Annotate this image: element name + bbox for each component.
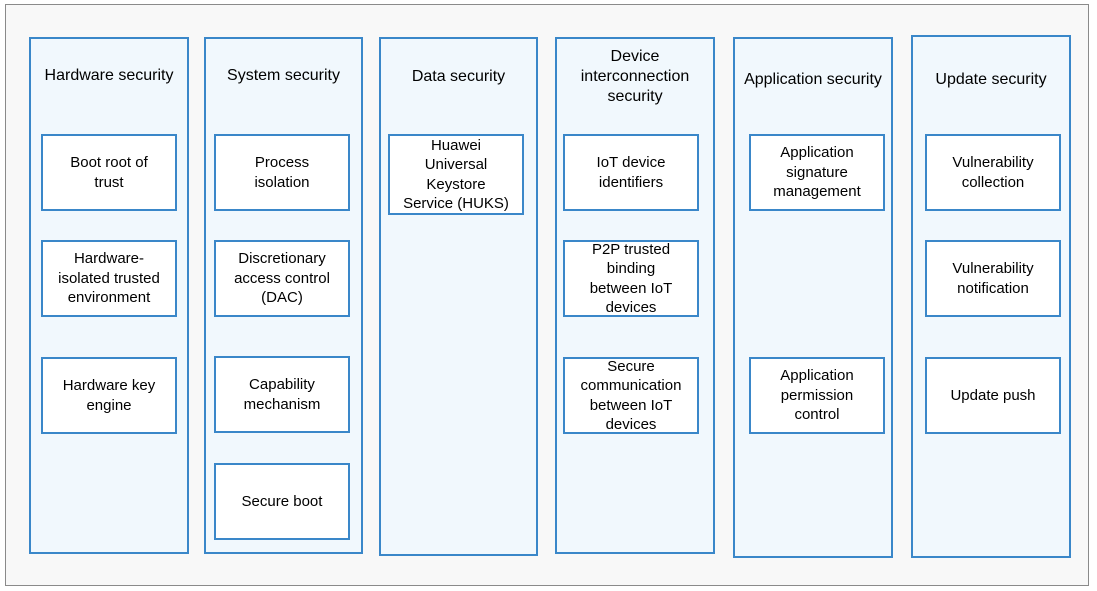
column-title: Update security	[935, 71, 1047, 88]
item-label: Hardware key engine	[62, 377, 156, 414]
item-hardware-isolated-trusted-environment: Hardware- isolated trusted environment	[41, 240, 177, 317]
item-boot-root-of-trust: Boot root of trust	[41, 134, 177, 211]
item-label: Huawei Universal Keystore Service (HUKS)	[403, 136, 509, 213]
item-label: Vulnerability notification	[952, 260, 1034, 297]
item-label: Secure communication between IoT devices	[580, 357, 682, 434]
item-label: Application signature management	[773, 144, 861, 201]
column-title: Data security	[411, 68, 506, 85]
item-secure-communication: Secure communication between IoT devices	[563, 357, 699, 434]
item-secure-boot: Secure boot	[214, 463, 350, 540]
item-label: Boot root of trust	[70, 154, 148, 191]
item-label: Secure boot	[241, 492, 323, 510]
column-title: System security	[227, 67, 340, 84]
column-application-security: Application security	[733, 37, 893, 558]
item-iot-device-identifiers: IoT device identifiers	[563, 134, 699, 211]
item-hardware-key-engine: Hardware key engine	[41, 357, 177, 434]
item-label: Hardware- isolated trusted environment	[58, 250, 160, 307]
item-label: Process isolation	[254, 154, 310, 191]
item-label: IoT device identifiers	[596, 154, 666, 191]
item-vulnerability-collection: Vulnerability collection	[925, 134, 1061, 211]
column-title: Application security	[744, 71, 882, 88]
item-label: P2P trusted binding between IoT devices	[589, 240, 673, 317]
item-capability-mechanism: Capability mechanism	[214, 356, 350, 433]
item-label: Discretionary access control (DAC)	[234, 250, 330, 307]
item-process-isolation: Process isolation	[214, 134, 350, 211]
item-huks: Huawei Universal Keystore Service (HUKS)	[388, 134, 524, 215]
column-title: Device interconnection security	[580, 48, 690, 105]
item-label: Application permission control	[780, 367, 854, 424]
item-vulnerability-notification: Vulnerability notification	[925, 240, 1061, 317]
item-label: Update push	[950, 386, 1036, 404]
item-label: Capability mechanism	[243, 376, 321, 413]
item-label: Vulnerability collection	[952, 154, 1034, 191]
item-application-permission-control: Application permission control	[749, 357, 885, 434]
column-title: Hardware security	[44, 67, 174, 84]
item-application-signature-management: Application signature management	[749, 134, 885, 211]
item-discretionary-access-control: Discretionary access control (DAC)	[214, 240, 350, 317]
item-p2p-trusted-binding: P2P trusted binding between IoT devices	[563, 240, 699, 317]
column-data-security: Data security	[379, 37, 538, 556]
item-update-push: Update push	[925, 357, 1061, 434]
